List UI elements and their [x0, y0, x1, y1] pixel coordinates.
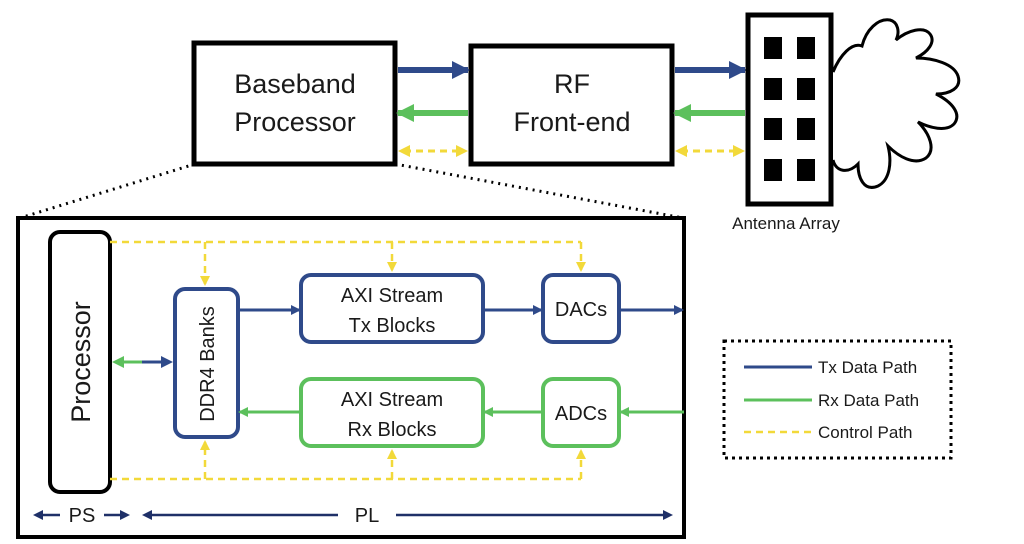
- antenna-array: [745, 12, 834, 207]
- baseband-processor-box: [191, 40, 398, 167]
- beam-pattern-shape: [831, 18, 961, 189]
- processor-ddr4-link: [112, 356, 173, 368]
- ps-range-arrow: [33, 510, 130, 520]
- legend: Tx Data Path Rx Data Path Control Path: [722, 339, 953, 460]
- axi-tx-label-line2: Tx Blocks: [349, 315, 436, 337]
- pl-range-arrow: [142, 510, 673, 520]
- axi-rx-label-line2: Rx Blocks: [348, 419, 437, 441]
- baseband-label-line1: Baseband: [234, 69, 356, 99]
- rf-frontend-box: [468, 43, 675, 167]
- pl-label: PL: [355, 505, 379, 527]
- dacs-label: DACs: [555, 299, 607, 321]
- zoom-line-right: [394, 162, 684, 220]
- ddr4-banks-label: DDR4 Banks: [197, 306, 219, 422]
- legend-rx-label: Rx Data Path: [818, 391, 919, 410]
- control-arrow-rf-antenna: [675, 145, 745, 157]
- control-path-bottom: [110, 440, 586, 481]
- control-path-top: [110, 240, 586, 286]
- antenna-array-label: Antenna Array: [732, 214, 840, 233]
- legend-control-label: Control Path: [818, 423, 913, 442]
- adcs-label: ADCs: [555, 403, 607, 425]
- processor-block: [48, 230, 112, 494]
- control-arrow-baseband-rf: [398, 145, 468, 157]
- axi-rx-label-line1: AXI Stream: [341, 389, 443, 411]
- zoom-line-left: [19, 162, 196, 220]
- legend-tx-label: Tx Data Path: [818, 358, 917, 377]
- ps-label: PS: [69, 505, 96, 527]
- rf-label-line1: RF: [554, 69, 590, 99]
- baseband-label-line2: Processor: [234, 107, 356, 137]
- ddr4-banks-block: [173, 287, 240, 439]
- processor-label: Processor: [66, 301, 96, 423]
- axi-tx-label-line1: AXI Stream: [341, 285, 443, 307]
- rf-label-line2: Front-end: [513, 107, 630, 137]
